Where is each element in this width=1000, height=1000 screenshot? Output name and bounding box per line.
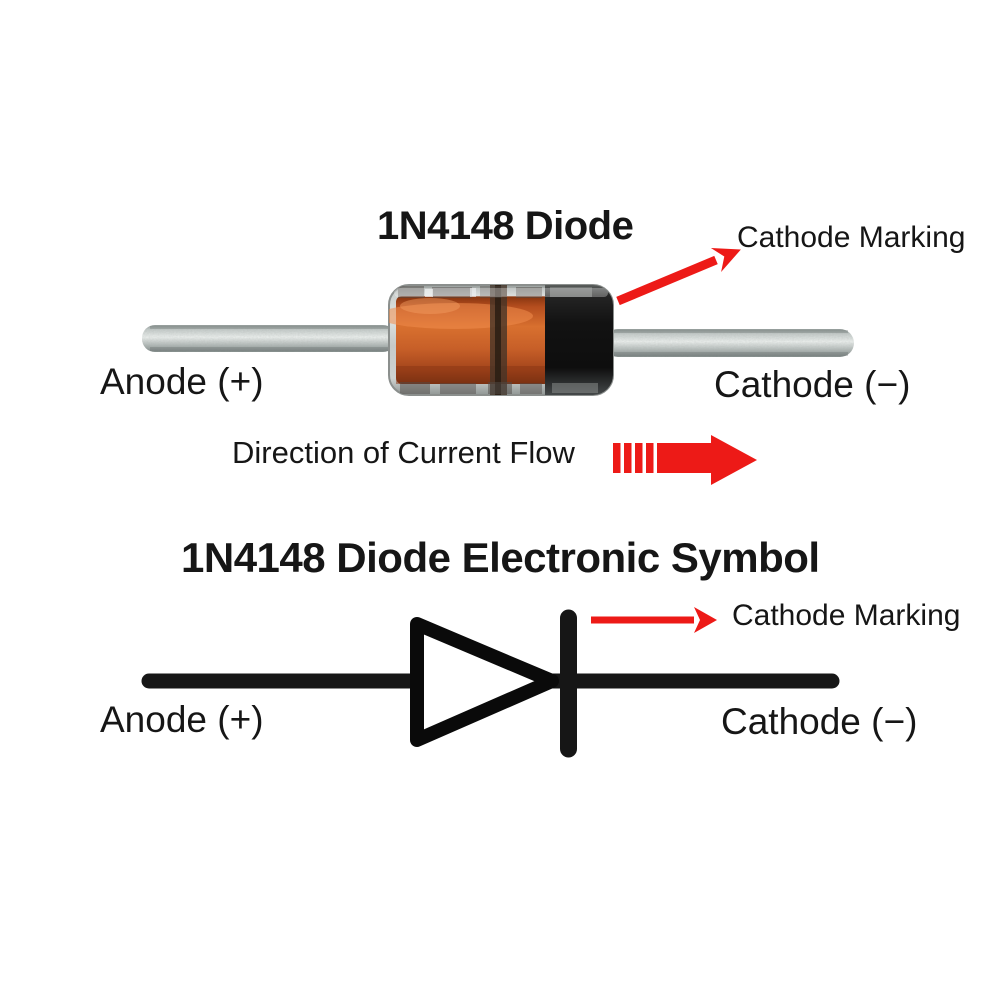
photo-anode-label: Anode (+) [100, 361, 264, 402]
current-flow-arrow [613, 435, 757, 485]
anode-lead [142, 325, 396, 352]
symbol-triangle [410, 617, 559, 747]
current-flow-label: Direction of Current Flow [232, 435, 575, 470]
diode-symbol [141, 607, 840, 758]
symbol-cathode-marking-label: Cathode Marking [732, 599, 961, 632]
diode-photo [142, 248, 854, 485]
symbol-section-title: 1N4148 Diode Electronic Symbol [181, 534, 820, 581]
photo-cathode-marking-label: Cathode Marking [737, 221, 966, 254]
symbol-cathode-label: Cathode (−) [721, 701, 918, 742]
cathode-lead [604, 329, 854, 357]
cathode-marking-arrow-symbol [591, 607, 717, 633]
symbol-anode-label: Anode (+) [100, 699, 264, 740]
photo-cathode-label: Cathode (−) [714, 364, 911, 405]
cathode-marking-arrow-photo [616, 248, 741, 306]
photo-section-title: 1N4148 Diode [377, 204, 634, 248]
cathode-band [545, 285, 613, 395]
glass-body [388, 284, 614, 396]
